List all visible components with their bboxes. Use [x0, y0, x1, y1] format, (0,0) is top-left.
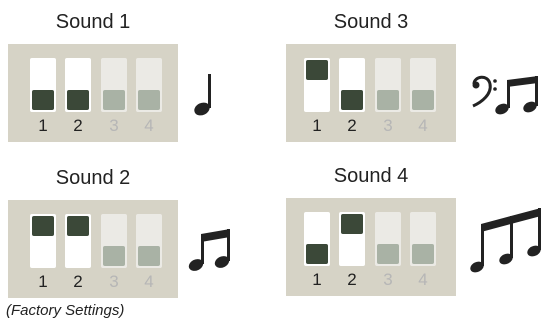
- switch-knob: [412, 90, 434, 110]
- switch-knob: [377, 90, 399, 110]
- sound-4-switch-3: [375, 212, 401, 266]
- sound-1-switch-3: [101, 58, 127, 112]
- eighth-notes-icon: [188, 229, 230, 271]
- switch-knob: [306, 244, 328, 264]
- switch-label-2: 2: [73, 272, 83, 291]
- switch-knob: [103, 246, 125, 266]
- sound-2-title: Sound 2: [55, 167, 131, 189]
- sound-1-switch-1[interactable]: [30, 58, 56, 112]
- sound-3-switch-2[interactable]: [339, 58, 365, 112]
- switch-knob: [67, 216, 89, 236]
- quarter-note-icon: [194, 74, 211, 116]
- sound-4-switch-2[interactable]: [339, 212, 365, 266]
- sound-2-switch-2[interactable]: [65, 214, 91, 268]
- switch-knob: [138, 246, 160, 266]
- sound-1-title: Sound 1: [55, 11, 131, 33]
- sound-4-switch-1[interactable]: [304, 212, 330, 266]
- switch-label-4: 4: [418, 116, 428, 135]
- sound-3-switch-3: [375, 58, 401, 112]
- sound-1-switch-2[interactable]: [65, 58, 91, 112]
- sound-2-switch-3: [101, 214, 127, 268]
- sound-2-switch-1[interactable]: [30, 214, 56, 268]
- switch-label-3: 3: [109, 116, 119, 135]
- switch-label-3: 3: [383, 270, 393, 289]
- sound-4-title: Sound 4: [333, 165, 409, 187]
- switch-knob: [67, 90, 89, 110]
- switch-knob: [138, 90, 160, 110]
- switch-label-1: 1: [312, 116, 322, 135]
- switch-label-1: 1: [312, 270, 322, 289]
- sound-2-dip-panel: 1 2 3 4: [8, 200, 178, 298]
- sound-1-switch-4: [136, 58, 162, 112]
- switch-label-4: 4: [144, 116, 154, 135]
- switch-knob: [412, 244, 434, 264]
- switch-knob: [377, 244, 399, 264]
- switch-label-1: 1: [38, 272, 48, 291]
- sound-2-switch-4: [136, 214, 162, 268]
- switch-label-2: 2: [73, 116, 83, 135]
- sound-3-switch-4: [410, 58, 436, 112]
- sound-3-switch-1[interactable]: [304, 58, 330, 112]
- switch-knob: [341, 214, 363, 234]
- sound-1-dip-panel: 1 2 3 4: [8, 44, 178, 142]
- switch-label-3: 3: [109, 272, 119, 291]
- switch-label-2: 2: [347, 270, 357, 289]
- switch-knob: [32, 216, 54, 236]
- switch-label-4: 4: [418, 270, 428, 289]
- sound-4-dip-panel: 1 2 3 4: [286, 198, 456, 296]
- sound-4-switch-4: [410, 212, 436, 266]
- switch-knob: [341, 90, 363, 110]
- switch-label-1: 1: [38, 116, 48, 135]
- switch-label-4: 4: [144, 272, 154, 291]
- sound-3-title: Sound 3: [333, 11, 409, 33]
- sound-3-dip-panel: 1 2 3 4: [286, 44, 456, 142]
- switch-label-2: 2: [347, 116, 357, 135]
- switch-knob: [103, 90, 125, 110]
- triplet-notes-icon: [470, 208, 541, 273]
- factory-settings-note: (Factory Settings): [6, 302, 125, 319]
- switch-knob: [32, 90, 54, 110]
- bass-clef-eighth-notes-icon: [472, 75, 538, 115]
- switch-knob: [306, 60, 328, 80]
- switch-label-3: 3: [383, 116, 393, 135]
